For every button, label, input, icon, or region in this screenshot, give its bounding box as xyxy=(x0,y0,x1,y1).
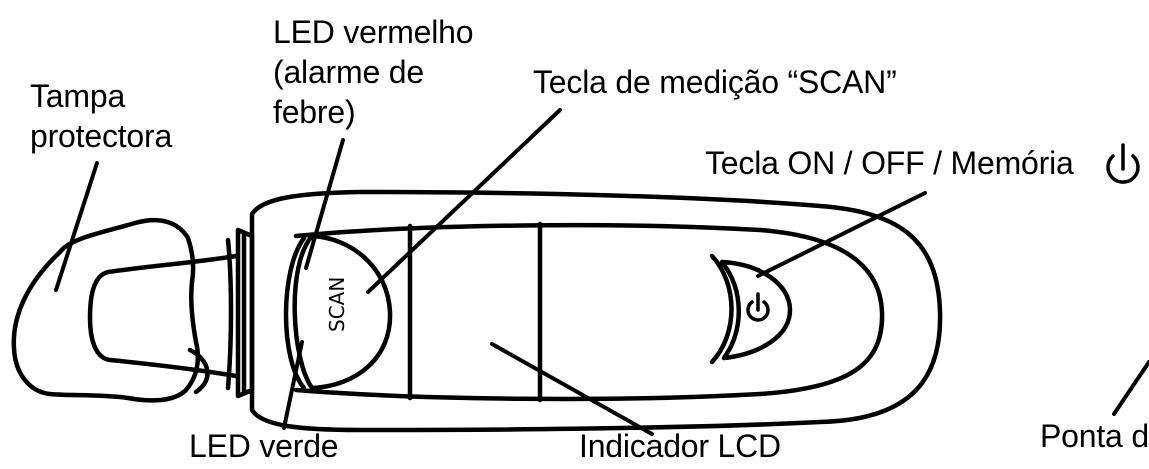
label-line: Tecla de medição “SCAN” xyxy=(533,64,897,100)
label-line: Tecla ON / OFF / Memória xyxy=(705,145,1074,181)
label-red-led: LED vermelho (alarme de febre) xyxy=(273,12,474,132)
leader-line-power xyxy=(756,191,927,278)
label-line: febre) xyxy=(273,94,356,130)
leader-line-tip xyxy=(1112,360,1149,416)
protective-cap xyxy=(11,217,201,403)
body-outer xyxy=(249,189,943,433)
probe-tip xyxy=(87,253,239,379)
label-line: LED vermelho xyxy=(273,14,474,50)
body-inner xyxy=(293,222,885,402)
label-green-led: LED verde xyxy=(189,426,339,466)
probe-neck-line xyxy=(225,237,234,391)
power-button-ring xyxy=(709,253,734,365)
label-line: Ponta d xyxy=(1040,418,1149,454)
power-icon xyxy=(1106,143,1140,184)
label-line: Tampa xyxy=(30,78,126,114)
scan-button xyxy=(292,233,393,391)
label-line: Indicador LCD xyxy=(579,428,781,464)
leader-line-scan xyxy=(366,108,562,294)
label-power-key: Tecla ON / OFF / Memória xyxy=(705,143,1074,183)
label-scan-key: Tecla de medição “SCAN” xyxy=(533,62,897,102)
leader-line-green-led xyxy=(282,340,304,430)
leader-line-cap xyxy=(54,161,99,292)
label-line: LED verde xyxy=(189,428,339,464)
label-protective-cap: Tampa protectora xyxy=(30,76,172,156)
power-button xyxy=(719,259,793,361)
leader-line-red-led xyxy=(304,138,345,270)
label-lcd: Indicador LCD xyxy=(579,426,781,466)
label-line: (alarme de xyxy=(273,54,424,90)
label-tip: Ponta d xyxy=(1040,416,1149,456)
scan-button-text: SCAN xyxy=(325,277,349,332)
power-icon xyxy=(746,292,770,322)
label-line: protectora xyxy=(30,118,173,154)
leader-line-lcd xyxy=(490,342,654,436)
